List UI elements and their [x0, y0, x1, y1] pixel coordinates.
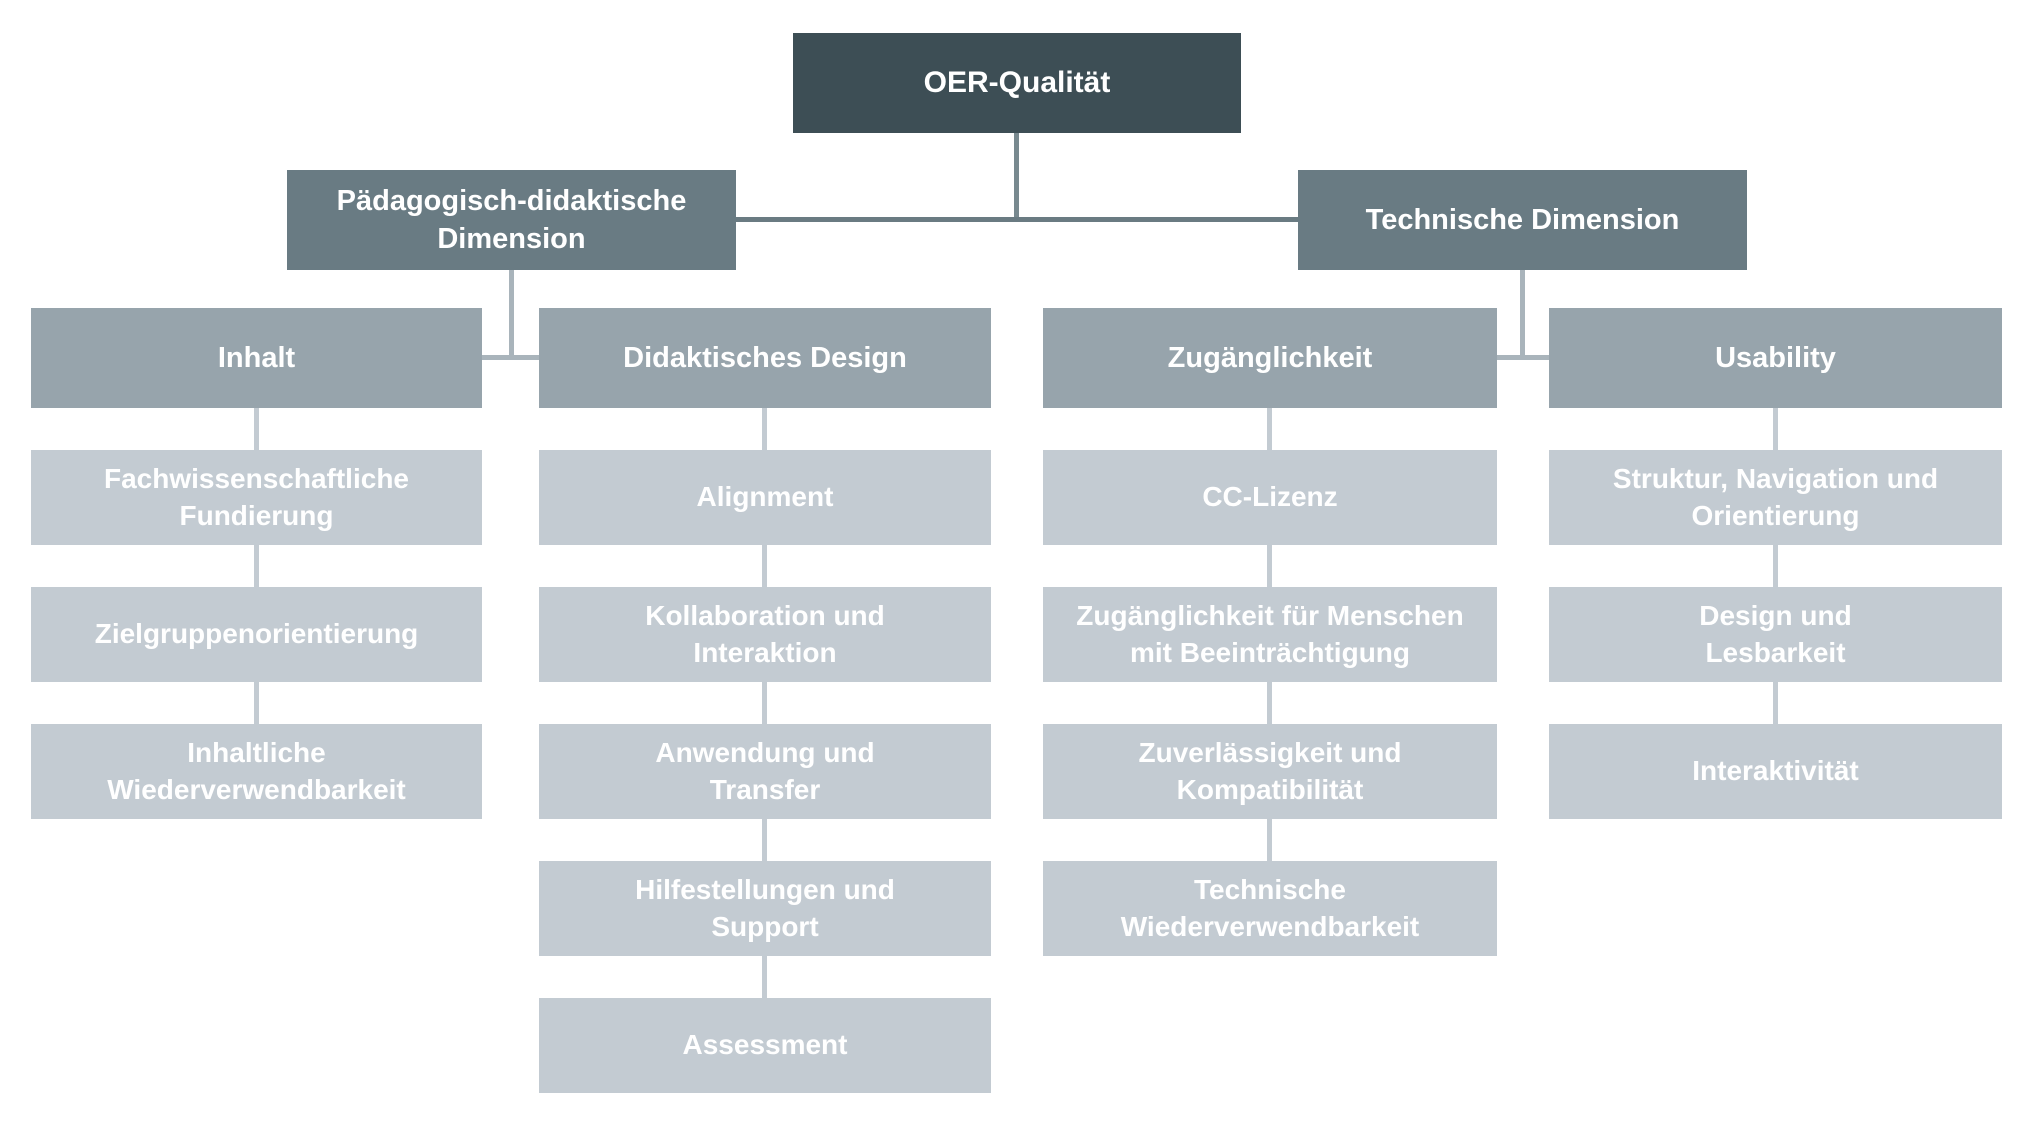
node-zielgruppenorientierung: Zielgruppenorientierung — [31, 587, 482, 682]
node-usability: Usability — [1549, 308, 2002, 408]
connector-inhalt-3 — [254, 682, 259, 724]
node-label: Inhaltliche Wiederverwendbarkeit — [107, 736, 406, 805]
connector-didaktik-2 — [762, 545, 767, 587]
node-dimension-technisch: Technische Dimension — [1298, 170, 1747, 270]
connector-didaktik-1 — [762, 408, 767, 450]
node-label: Inhalt — [217, 341, 296, 374]
node-label: Usability — [1715, 341, 1836, 374]
connector-zugaenglichkeit-1 — [1267, 408, 1272, 450]
connector-technisch-vertical — [1520, 270, 1525, 358]
node-zugaenglichkeit-beeintraechtigung: Zugänglichkeit für Menschen mit Beeinträ… — [1043, 587, 1497, 682]
node-oer-qualitaet: OER-Qualität — [793, 33, 1241, 133]
node-assessment: Assessment — [539, 998, 991, 1093]
node-struktur-navigation-orientierung: Struktur, Navigation und Orientierung — [1549, 450, 2002, 545]
connector-root-horizontal — [736, 217, 1298, 222]
connector-usability-1 — [1773, 408, 1778, 450]
node-label: Assessment — [682, 1029, 848, 1061]
node-didaktisches-design: Didaktisches Design — [539, 308, 991, 408]
node-label: CC-Lizenz — [1202, 481, 1338, 513]
connector-didaktik-3 — [762, 682, 767, 724]
connector-zugaenglichkeit-2 — [1267, 545, 1272, 587]
node-inhaltliche-wiederverwendbarkeit: Inhaltliche Wiederverwendbarkeit — [31, 724, 482, 819]
node-label: Technische Dimension — [1365, 203, 1680, 236]
node-label: Pädagogisch-didaktische Dimension — [336, 184, 687, 255]
node-cc-lizenz: CC-Lizenz — [1043, 450, 1497, 545]
node-label: Didaktisches Design — [623, 341, 907, 374]
node-label: Anwendung und Transfer — [655, 736, 875, 805]
connector-didaktik-5 — [762, 956, 767, 998]
connector-root-vertical — [1014, 133, 1019, 219]
node-label: Technische Wiederverwendbarkeit — [1120, 873, 1420, 942]
node-zuverlaessigkeit-kompatibilitaet: Zuverlässigkeit und Kompatibilität — [1043, 724, 1497, 819]
node-label: Struktur, Navigation und Orientierung — [1612, 462, 1939, 531]
node-dimension-paedagogisch-didaktisch: Pädagogisch-didaktische Dimension — [287, 170, 736, 270]
node-label: Kollaboration und Interaktion — [645, 599, 885, 668]
node-label: Zuverlässigkeit und Kompatibilität — [1138, 736, 1402, 805]
connector-paedagogisch-horizontal — [482, 355, 539, 360]
node-label: Zugänglichkeit für Menschen mit Beeinträ… — [1076, 599, 1464, 668]
node-alignment: Alignment — [539, 450, 991, 545]
node-interaktivitaet: Interaktivität — [1549, 724, 2002, 819]
connector-usability-3 — [1773, 682, 1778, 724]
node-hilfestellungen-support: Hilfestellungen und Support — [539, 861, 991, 956]
node-label: Hilfestellungen und Support — [635, 873, 895, 942]
node-label: Design und Lesbarkeit — [1699, 599, 1852, 668]
node-label: Interaktivität — [1692, 755, 1859, 787]
node-inhalt: Inhalt — [31, 308, 482, 408]
connector-didaktik-4 — [762, 819, 767, 861]
node-label: Alignment — [696, 481, 834, 513]
connector-zugaenglichkeit-3 — [1267, 682, 1272, 724]
node-zugaenglichkeit: Zugänglichkeit — [1043, 308, 1497, 408]
node-label: OER-Qualität — [923, 66, 1111, 100]
node-fachwissenschaftliche-fundierung: Fachwissenschaftliche Fundierung — [31, 450, 482, 545]
node-label: Fachwissenschaftliche Fundierung — [103, 462, 409, 531]
node-kollaboration-interaktion: Kollaboration und Interaktion — [539, 587, 991, 682]
node-label: Zielgruppenorientierung — [94, 618, 419, 650]
connector-technisch-horizontal — [1497, 355, 1549, 360]
node-technische-wiederverwendbarkeit: Technische Wiederverwendbarkeit — [1043, 861, 1497, 956]
connector-paedagogisch-vertical — [509, 270, 514, 358]
connector-inhalt-2 — [254, 545, 259, 587]
node-anwendung-transfer: Anwendung und Transfer — [539, 724, 991, 819]
node-label: Zugänglichkeit — [1167, 341, 1373, 374]
connector-usability-2 — [1773, 545, 1778, 587]
connector-zugaenglichkeit-4 — [1267, 819, 1272, 861]
node-design-lesbarkeit: Design und Lesbarkeit — [1549, 587, 2002, 682]
connector-inhalt-1 — [254, 408, 259, 450]
